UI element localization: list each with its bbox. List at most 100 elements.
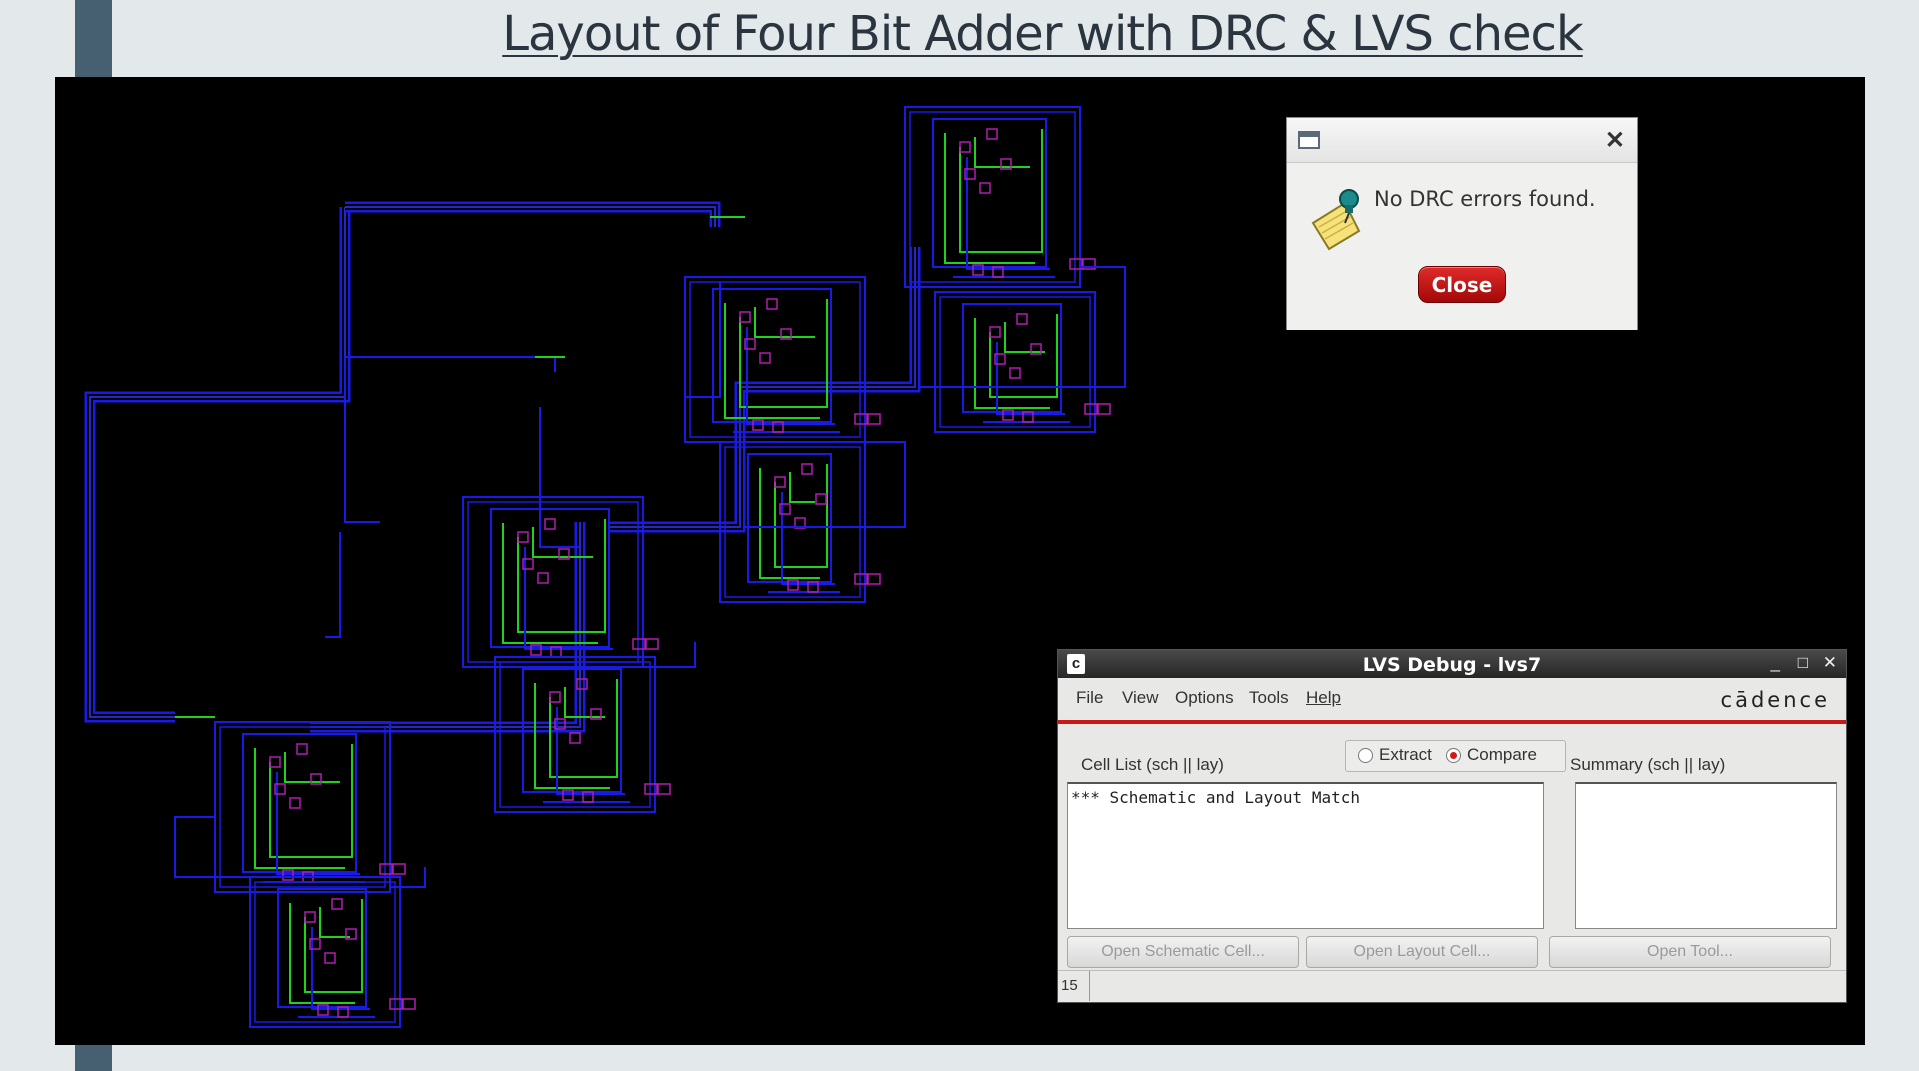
contact-via — [1022, 411, 1034, 423]
extract-radio[interactable] — [1358, 748, 1373, 763]
contact-via — [644, 783, 658, 795]
contact-via — [989, 326, 1001, 338]
contact-via — [304, 911, 316, 923]
contact-via — [774, 476, 786, 488]
compare-radio[interactable] — [1446, 748, 1461, 763]
contact-via — [544, 518, 556, 530]
layout-drawing — [84, 106, 1126, 1028]
metal-wire — [344, 357, 380, 523]
metal-wire — [996, 342, 1065, 415]
open-tool-button[interactable]: Open Tool... — [1549, 936, 1831, 968]
cell-list-label: Cell List (sch || lay) — [1081, 755, 1224, 774]
contact-via — [979, 182, 991, 194]
metal-wire — [524, 547, 613, 650]
poly-gate — [989, 314, 1058, 398]
open-layout-cell-button[interactable]: Open Layout Cell... — [1306, 936, 1538, 968]
window-title: LVS Debug - lvs7 — [1362, 654, 1542, 676]
metal-wire — [174, 816, 250, 878]
cell-core — [490, 508, 610, 648]
menu-tools[interactable]: Tools — [1249, 688, 1289, 707]
cell-outline — [909, 111, 1076, 283]
close-button[interactable]: Close — [1418, 266, 1506, 303]
contact-via — [558, 548, 570, 560]
contact-via — [569, 732, 581, 744]
contact-via — [582, 791, 594, 803]
contact-via — [345, 928, 357, 940]
poly-gate — [502, 523, 598, 644]
cell-outline — [689, 281, 861, 438]
poly-gate — [944, 133, 1035, 264]
contact-via — [562, 789, 574, 801]
summary-list-box[interactable] — [1575, 782, 1837, 929]
contact-via — [972, 264, 984, 276]
contact-via — [986, 128, 998, 140]
poly-gate — [517, 519, 606, 633]
drc-title-bar[interactable]: ✕ — [1287, 118, 1637, 162]
extract-label: Extract — [1379, 745, 1432, 764]
contact-via — [310, 773, 322, 785]
contact-via — [337, 1006, 349, 1018]
menu-options[interactable]: Options — [1175, 688, 1234, 707]
contact-via — [854, 573, 868, 585]
cell-core — [277, 888, 367, 1008]
metal-wire — [276, 772, 360, 875]
cadence-app-icon: c — [1067, 654, 1085, 674]
lvs-debug-window: c LVS Debug - lvs7 _ □ ✕ File View Optio… — [1057, 649, 1847, 1003]
contact-via — [807, 581, 819, 593]
metal-wire — [966, 157, 1050, 270]
poly-gate — [724, 303, 820, 419]
contact-via — [269, 756, 281, 768]
drc-message: No DRC errors found. — [1374, 187, 1596, 211]
contact-via — [274, 783, 286, 795]
cell-list-box[interactable]: *** Schematic and Layout Match — [1067, 782, 1544, 929]
metal-wire — [556, 707, 625, 795]
compare-label: Compare — [1467, 745, 1537, 764]
contact-via — [739, 311, 751, 323]
contact-via — [309, 938, 321, 950]
contact-via — [282, 869, 294, 881]
minimize-icon[interactable]: _ — [1770, 653, 1780, 672]
menu-file[interactable]: File — [1076, 688, 1104, 707]
contact-via — [379, 863, 393, 875]
status-number: 15 — [1061, 977, 1078, 994]
metal-track-inner — [345, 204, 718, 227]
contact-via — [590, 708, 602, 720]
metal-wire — [920, 266, 1126, 388]
cell-outline — [462, 496, 644, 668]
lvs-title-bar[interactable]: c LVS Debug - lvs7 _ □ ✕ — [1058, 650, 1846, 678]
cell-core — [962, 303, 1062, 413]
list-item[interactable]: *** Schematic and Layout Match — [1071, 788, 1360, 807]
cell-core — [242, 733, 357, 873]
contact-via — [801, 463, 813, 475]
cell-core — [747, 453, 832, 583]
open-schematic-cell-button[interactable]: Open Schematic Cell... — [1067, 936, 1299, 968]
close-icon[interactable]: ✕ — [1822, 653, 1837, 672]
contact-via — [744, 338, 756, 350]
poly-gate — [534, 683, 610, 789]
poly-gate — [789, 472, 815, 503]
close-icon[interactable]: ✕ — [1604, 127, 1625, 154]
brand-divider — [1058, 720, 1846, 724]
metal-wire — [745, 441, 906, 528]
cell-core — [522, 668, 622, 793]
contact-via — [867, 413, 881, 425]
contact-via — [1082, 258, 1096, 270]
metal-wire — [390, 867, 426, 888]
contact-via — [530, 644, 542, 656]
contact-via — [1002, 409, 1014, 421]
menu-help[interactable]: Help — [1306, 688, 1341, 707]
maximize-icon[interactable]: □ — [1797, 653, 1808, 672]
menu-view[interactable]: View — [1122, 688, 1159, 707]
contact-via — [1030, 343, 1042, 355]
poly-gate — [1004, 322, 1045, 353]
metal-wire — [311, 927, 370, 1010]
contact-via — [402, 998, 416, 1010]
metal-track-inner — [310, 522, 583, 730]
contact-via — [537, 572, 549, 584]
contact-via — [522, 558, 534, 570]
metal-track-inner — [87, 207, 348, 720]
metal-wire — [539, 407, 580, 548]
contact-via — [959, 141, 971, 153]
poly-gate — [754, 307, 815, 338]
cell-outline — [934, 291, 1096, 433]
